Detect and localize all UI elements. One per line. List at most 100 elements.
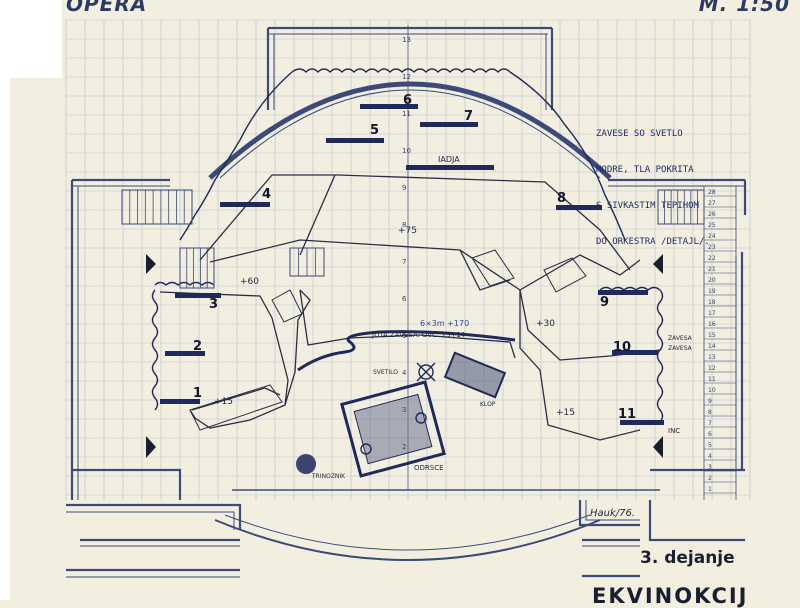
lamp-symbol <box>416 362 436 382</box>
position-label-10: 10 <box>613 340 631 355</box>
right-scale: 2827262524232221201918171615141312111098… <box>704 189 736 494</box>
stair-treads <box>129 190 698 288</box>
right-scale-lines <box>703 186 737 500</box>
paper-tab <box>0 0 62 600</box>
building-walls <box>66 26 747 578</box>
scale-number: 6 <box>708 431 712 438</box>
position-label-3: 3 <box>209 297 218 312</box>
curtain-dimension: 6×3m +170 <box>420 319 469 328</box>
scale-number: 8 <box>708 409 712 416</box>
height-plus60: +60 <box>240 277 259 287</box>
scale-number: 4 <box>708 453 712 460</box>
scale-number: 5 <box>708 442 712 449</box>
grid-numbers: 13 12 11 10 9 8 7 6 5 4 3 2 <box>402 36 411 451</box>
scale-number: 23 <box>708 244 716 251</box>
scale-number: 3 <box>708 464 712 471</box>
scenery-blocks <box>189 249 587 431</box>
scale-number: 16 <box>708 321 716 328</box>
curtain-label: JUTA ZAVESA. OVC. 13+14 <box>371 331 466 339</box>
scenery-bars <box>160 104 664 425</box>
designer-note: ZAVESE SO SVETLO MODRE, TLA POKRITA S SI… <box>596 104 710 260</box>
bench-block <box>443 351 507 399</box>
position-label-4: 4 <box>262 187 271 202</box>
scale-number: 10 <box>708 387 716 394</box>
central-platform <box>340 380 446 478</box>
grid-number: 8 <box>402 221 406 229</box>
scale-number: 2 <box>708 475 712 482</box>
scale-number: 19 <box>708 288 716 295</box>
grid-number: 6 <box>402 295 407 303</box>
grid-number: 3 <box>402 406 406 414</box>
scale-number: 18 <box>708 299 716 306</box>
grid-number: 12 <box>402 73 411 81</box>
height-plus15-left: +15 <box>214 397 233 407</box>
cyclorama-arc <box>208 81 612 180</box>
scale-number: 14 <box>708 343 716 350</box>
production-title: EKVINOKCIJ <box>592 584 749 608</box>
scale-number: 7 <box>708 420 712 427</box>
scale-number: 9 <box>708 398 712 405</box>
position-label-9: 9 <box>600 295 609 310</box>
height-plus15-right: +15 <box>556 408 575 418</box>
scale-number: 22 <box>708 255 716 262</box>
tripod-label: TRINOZNIK <box>311 473 346 480</box>
sightline-markers <box>146 254 663 458</box>
curtain-right-label-2: ZAVESA <box>668 345 693 352</box>
cyclorama-arc-inner <box>219 89 601 179</box>
proscenium-arc <box>214 519 601 561</box>
scale-number: 26 <box>708 211 716 218</box>
curtain-right-label-1: ZAVESA <box>668 335 693 342</box>
position-labels: 1 2 3 4 5 6 7 8 9 10 11 <box>193 93 636 422</box>
height-plus30: +30 <box>536 319 555 329</box>
note-line: S SIVKASTIM TEPIHOM <box>596 201 699 211</box>
bench-label: KLOP <box>480 401 496 408</box>
grid-number: 10 <box>402 147 411 155</box>
position-label-1: 1 <box>193 386 202 401</box>
position-label-7: 7 <box>464 109 473 124</box>
tripod-circle <box>296 454 316 474</box>
header-title-left: OPERA <box>66 0 148 16</box>
iadja-label: IADJA <box>438 155 460 164</box>
grid-number: 13 <box>402 36 411 44</box>
height-plus75: +75 <box>398 226 417 236</box>
position-label-11: 11 <box>618 407 636 422</box>
signature: Hauk/76. <box>590 508 635 519</box>
scale-number: 25 <box>708 222 716 229</box>
scale-number: 11 <box>708 376 716 383</box>
platform-label: ODRSCE <box>414 464 444 472</box>
scale-number: 28 <box>708 189 716 196</box>
grid-number: 4 <box>402 369 407 377</box>
scale-number: 24 <box>708 233 716 240</box>
scale-number: 27 <box>708 200 716 207</box>
note-line: MODRE, TLA POKRITA <box>596 165 694 175</box>
scale-number: 21 <box>708 266 716 273</box>
position-label-6: 6 <box>403 93 412 108</box>
lamp-label: SVETILO <box>373 369 398 376</box>
position-label-2: 2 <box>193 339 202 354</box>
position-label-5: 5 <box>370 123 379 138</box>
scale-number: 20 <box>708 277 716 284</box>
scale-number: 1 <box>708 486 712 493</box>
grid-number: 7 <box>402 258 406 266</box>
grid-number: 9 <box>402 184 406 192</box>
inc-label: INC <box>668 427 680 435</box>
annotations: IADJA +75 +60 +30 +15 +15 JUTA ZAVESA. O… <box>214 155 693 519</box>
jute-curtain-rope <box>297 330 516 372</box>
position-label-8: 8 <box>557 191 566 206</box>
scale-number: 12 <box>708 365 716 372</box>
header-title-right: M. 1:50 <box>698 0 790 16</box>
note-line: ZAVESE SO SVETLO <box>596 129 683 139</box>
note-line: DO ORKESTRA /DETAJL/. <box>596 237 710 247</box>
grid-number: 5 <box>402 332 406 340</box>
grid-number: 11 <box>402 110 411 118</box>
proscenium-arc-inner <box>224 514 591 551</box>
grid-number: 2 <box>402 443 406 451</box>
scale-number: 17 <box>708 310 716 317</box>
platform-outlines <box>159 174 661 441</box>
curtain-drapes <box>151 68 664 423</box>
scale-number: 15 <box>708 332 716 339</box>
scale-number: 13 <box>708 354 716 361</box>
act-label: 3. dejanje <box>640 548 735 568</box>
